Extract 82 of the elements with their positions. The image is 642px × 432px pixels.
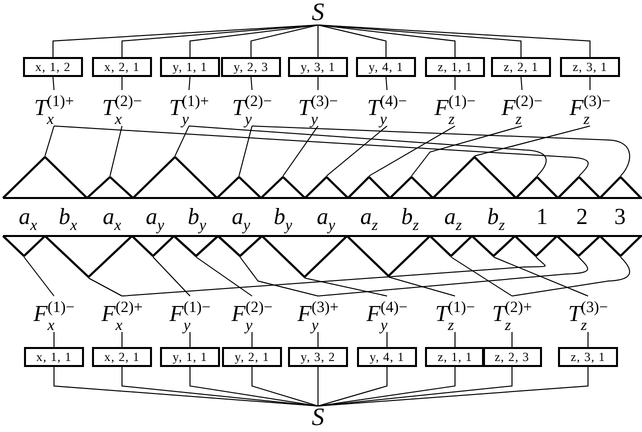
connector-line: [318, 24, 456, 58]
band-letter: 3: [614, 203, 626, 231]
connector-line: [252, 126, 630, 176]
band-letter: a$_{x}$: [102, 203, 122, 232]
connector-line: [122, 256, 546, 296]
tuple-box: z, 2, 1: [491, 57, 551, 77]
vertex-label: S: [312, 406, 324, 430]
connector-line: [318, 24, 386, 58]
connector-line: [54, 126, 589, 176]
tuple-box: y, 2, 3: [221, 57, 281, 77]
connector-line: [454, 76, 456, 90]
connector-line: [368, 126, 456, 176]
tuple-box: z, 3, 1: [558, 347, 618, 367]
connector-line: [386, 332, 388, 348]
connector-line: [282, 126, 318, 176]
connector-line: [110, 126, 122, 176]
tuple-box: x, 2, 1: [92, 57, 152, 77]
band-letter: 2: [576, 203, 588, 231]
connector-line: [24, 256, 54, 296]
connector-line: [520, 76, 522, 90]
connector-line: [52, 76, 54, 90]
connector-line: [54, 366, 318, 406]
connector-line: [318, 366, 512, 406]
connector-line: [318, 24, 590, 58]
connector-line: [188, 126, 547, 176]
band-letter: a$_{y}$: [146, 203, 164, 232]
connector-line: [326, 126, 388, 176]
band-letter: b$_{z}$: [487, 203, 505, 232]
tuple-box: y, 2, 1: [222, 347, 282, 367]
connector-line: [388, 276, 456, 296]
connector-line: [450, 256, 512, 296]
tuple-box: y, 1, 1: [160, 347, 220, 367]
connector-line: [318, 366, 388, 406]
tuple-box: z, 2, 3: [482, 347, 542, 367]
band-letter: a$_{z}$: [360, 203, 378, 232]
connector-line: [174, 126, 190, 156]
connector-line: [318, 256, 588, 296]
connector-line: [44, 126, 54, 156]
connector-line: [474, 126, 590, 156]
connector-line: [196, 256, 252, 296]
tuple-box: x, 1, 2: [23, 57, 83, 77]
tuple-box: z, 1, 1: [425, 347, 485, 367]
connector-line: [190, 24, 318, 58]
connector-line: [240, 256, 318, 296]
tuple-box: y, 4, 1: [357, 347, 417, 367]
connector-line: [188, 76, 190, 90]
connector-line: [512, 256, 630, 296]
connector-line: [238, 126, 252, 176]
connector-line: [190, 366, 318, 406]
connector-line: [152, 256, 190, 296]
connector-line: [304, 278, 388, 296]
tuple-box: x, 1, 1: [24, 347, 84, 367]
connector-line: [411, 126, 522, 176]
tuple-box: y, 1, 1: [160, 57, 220, 77]
connector-line: [386, 76, 388, 90]
connector-line: [493, 256, 588, 296]
connector-line: [88, 278, 122, 296]
connector-line: [318, 366, 588, 406]
band-letter: 1: [536, 203, 548, 231]
connector-line: [250, 24, 318, 58]
connector-line: [250, 76, 252, 90]
band-letter: b$_{z}$: [401, 203, 419, 232]
vertex-label: S: [312, 1, 324, 25]
letter-band: [3, 197, 642, 237]
tuple-box: y, 4, 1: [356, 57, 416, 77]
tuple-box: x, 2, 1: [92, 347, 152, 367]
connector-line: [454, 332, 456, 348]
band-letter: b$_{x}$: [58, 203, 78, 232]
band-letter: b$_{y}$: [188, 203, 206, 232]
band-letter: a$_{y}$: [232, 203, 250, 232]
tuple-box: y, 3, 2: [288, 347, 348, 367]
band-letter: b$_{y}$: [274, 203, 292, 232]
tuple-box: z, 3, 1: [560, 57, 620, 77]
band-letter: a$_{x}$: [18, 203, 38, 232]
tuple-box: z, 1, 1: [425, 57, 485, 77]
tuple-box: y, 3, 1: [288, 57, 348, 77]
connector-line: [318, 366, 456, 406]
band-letter: a$_{y}$: [316, 203, 336, 232]
connector-line: [252, 366, 318, 406]
band-letter: a$_{z}$: [444, 203, 462, 232]
connector-line: [122, 24, 318, 58]
connector-line: [122, 366, 318, 406]
